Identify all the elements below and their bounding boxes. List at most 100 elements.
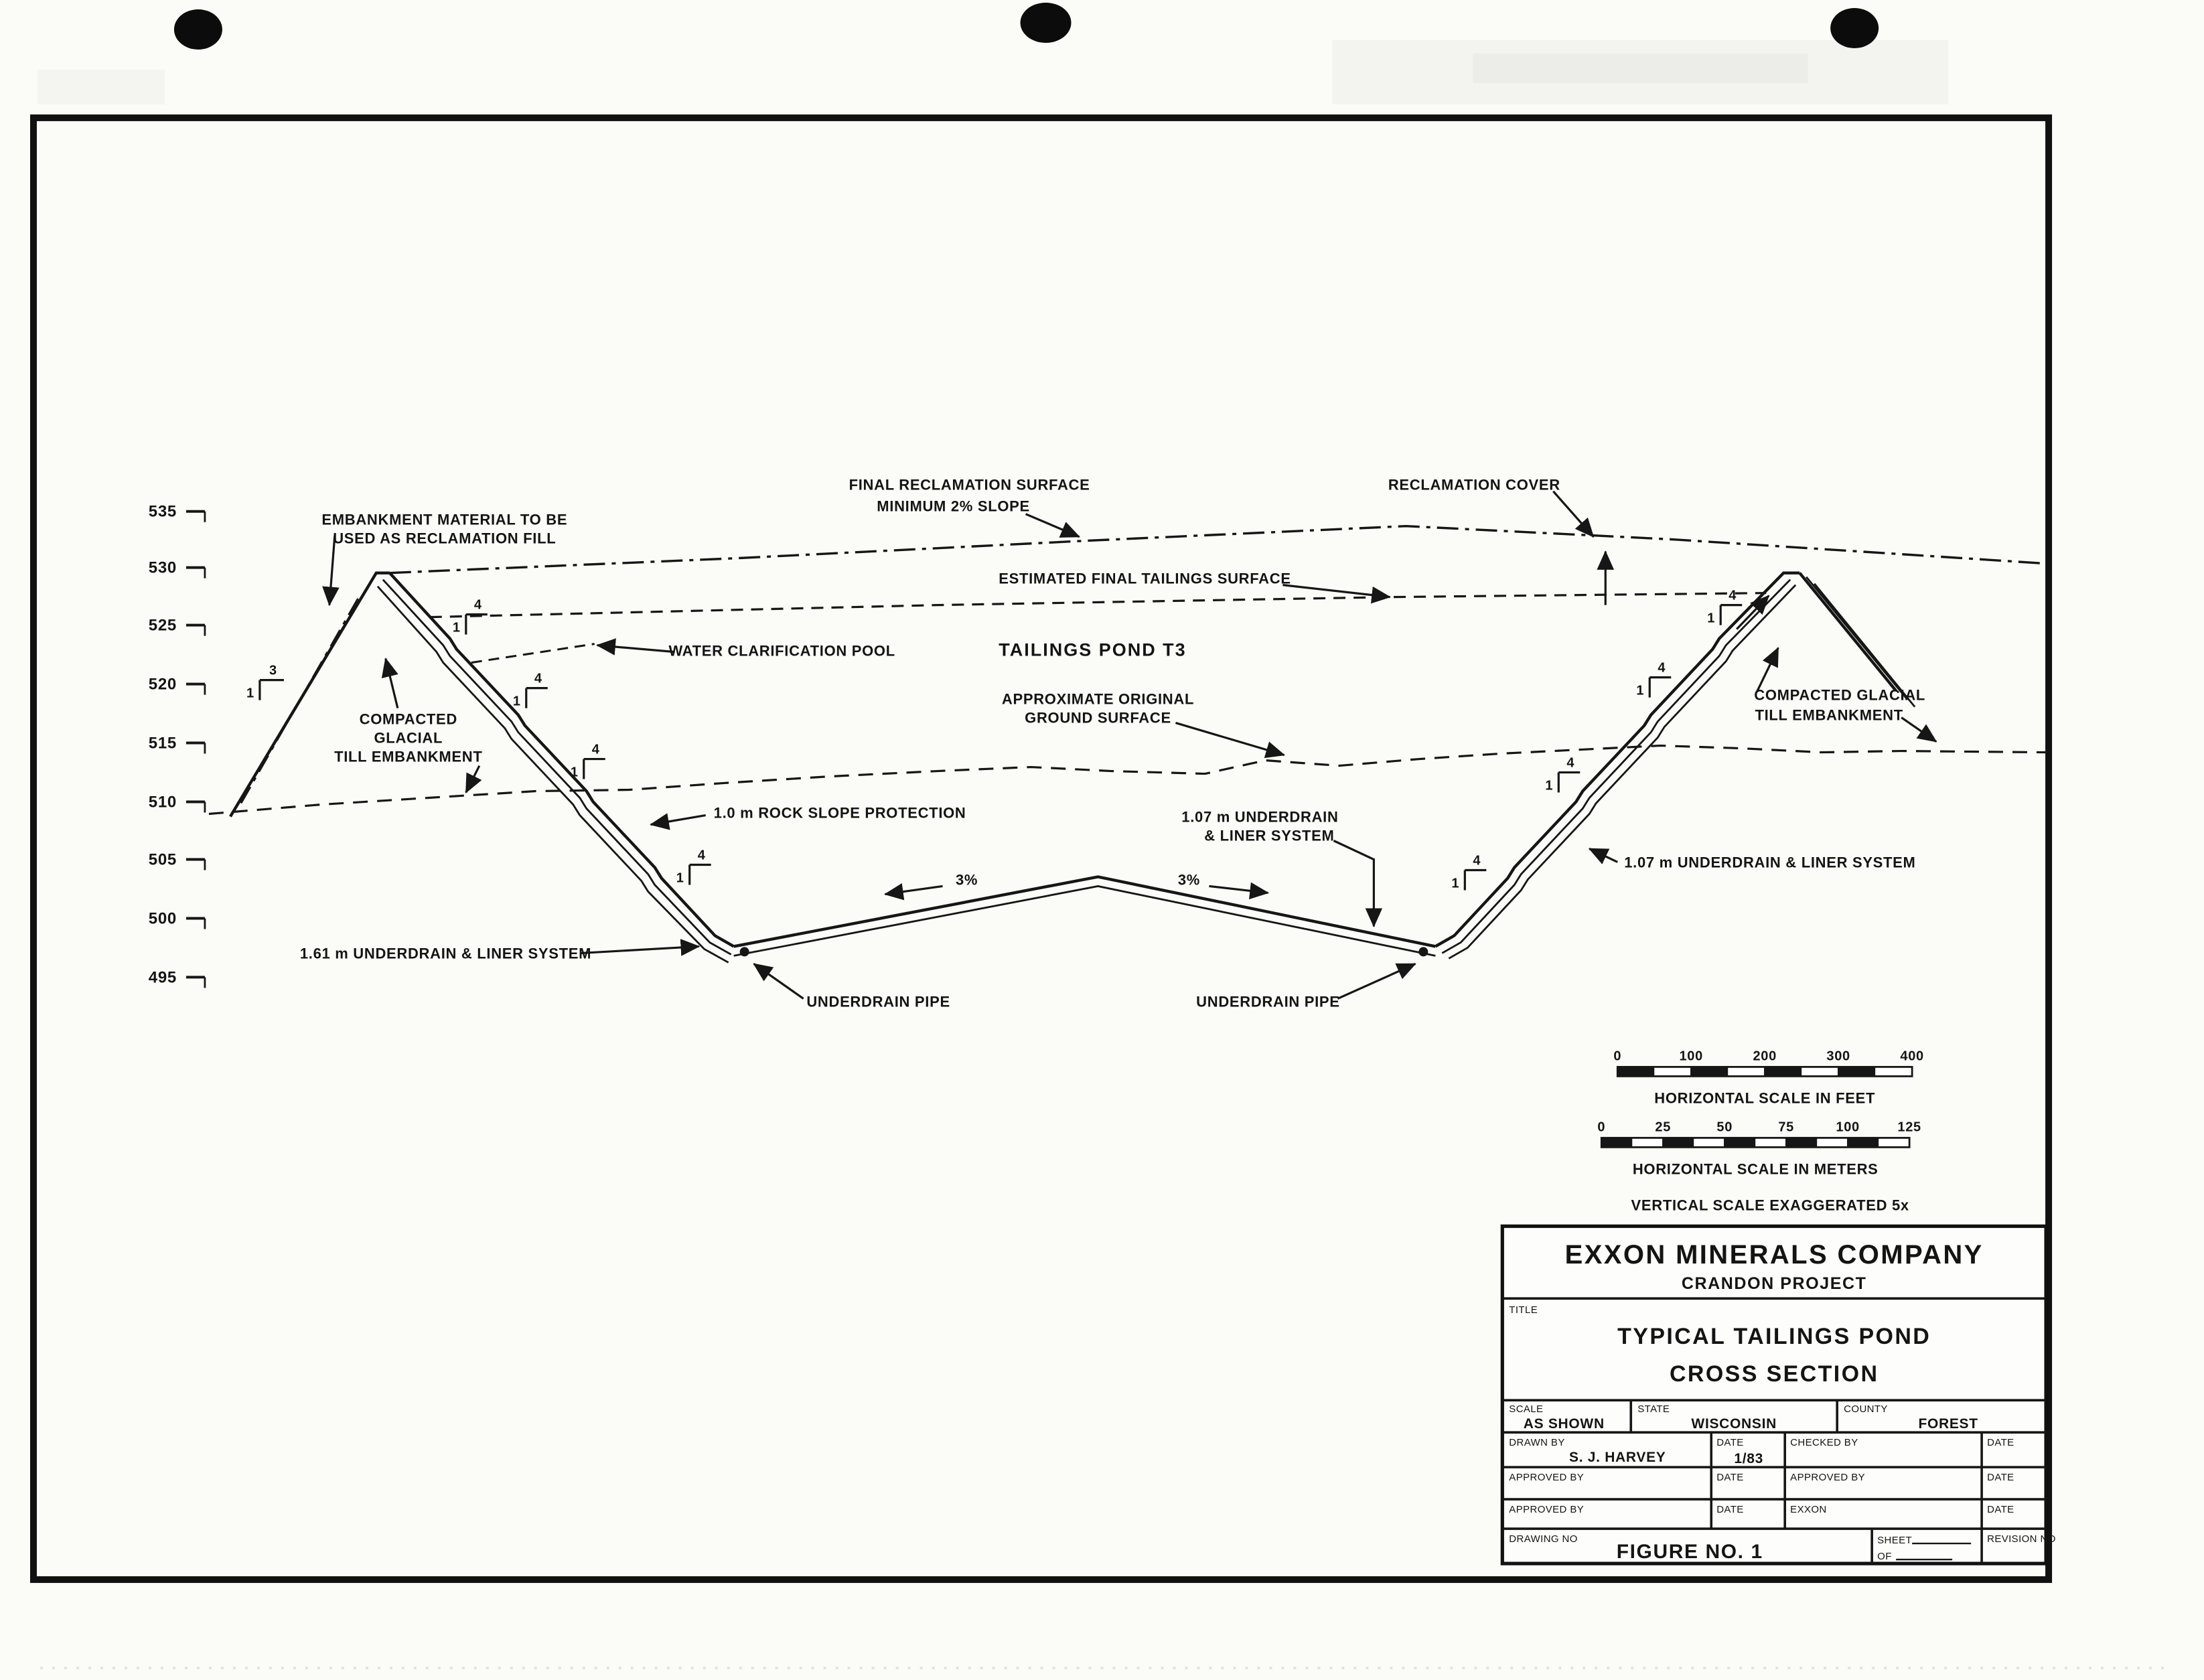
ratio-side: 1	[513, 694, 521, 709]
slope-ratio-marker-outer: 3 1	[246, 664, 284, 701]
ratio-side: 1	[1636, 684, 1644, 698]
revision-no-label: REVISION NO	[1987, 1533, 2056, 1545]
ratio-side: 1	[676, 870, 684, 885]
annotations: EMBANKMENT MATERIAL TO BE USED AS RECLAM…	[300, 477, 1925, 1010]
label-compacted-left-3: TILL EMBANKMENT	[334, 749, 482, 765]
ratio-side: 1	[1545, 779, 1553, 793]
label-underdrain-right: 1.07 m UNDERDRAIN & LINER SYSTEM	[1624, 854, 1915, 870]
ratio-top: 3	[269, 664, 277, 678]
ratio-side: 1	[246, 686, 254, 701]
company-name: EXXON MINERALS COMPANY	[1565, 1240, 1984, 1270]
label-underdrain-bottom: 1.61 m UNDERDRAIN & LINER SYSTEM	[300, 945, 591, 962]
label-embankment-material-2: USED AS RECLAMATION FILL	[333, 530, 556, 547]
feet-tick: 100	[1680, 1049, 1703, 1063]
scan-noise	[37, 40, 2164, 1670]
scale-value: AS SHOWN	[1524, 1416, 1605, 1432]
drawing-title-1: TYPICAL TAILINGS POND	[1617, 1324, 1931, 1349]
ratio-top: 4	[534, 672, 542, 686]
elevation-label: 530	[149, 559, 177, 577]
of-label: OF	[1877, 1551, 1892, 1562]
ratio-top: 4	[698, 848, 706, 862]
ratio-top: 4	[1658, 661, 1666, 676]
date-label: DATE	[1987, 1504, 2014, 1515]
label-estimated-tailings: ESTIMATED FINAL TAILINGS SURFACE	[999, 570, 1291, 587]
date-label: DATE	[1716, 1472, 1743, 1483]
ratio-top: 4	[1473, 853, 1481, 868]
state-value: WISCONSIN	[1691, 1416, 1777, 1432]
slope-ratio-marker: 4 1	[1636, 661, 1672, 698]
label-water-pool: WATER CLARIFICATION POOL	[668, 643, 895, 660]
slope-ratio-marker: 4 1	[676, 848, 711, 885]
punch-hole	[1020, 2, 1072, 43]
surface-lines	[208, 524, 2047, 816]
scalebar-meters: 0 25 50 75 100 125 HORIZONTAL SCALE IN M…	[1597, 1120, 1921, 1177]
ratio-top: 4	[592, 743, 600, 757]
meters-caption: HORIZONTAL SCALE IN METERS	[1633, 1160, 1879, 1177]
date-label: DATE	[1987, 1437, 2014, 1448]
feet-caption: HORIZONTAL SCALE IN FEET	[1654, 1089, 1875, 1106]
date-label: DATE	[1987, 1472, 2014, 1483]
vertical-scale-note: VERTICAL SCALE EXAGGERATED 5x	[1631, 1197, 1909, 1213]
label-original-ground-2: GROUND SURFACE	[1025, 710, 1171, 727]
elevation-label: 505	[149, 850, 177, 868]
meters-tick: 75	[1778, 1120, 1794, 1134]
feet-tick: 400	[1900, 1049, 1923, 1063]
elevation-label: 510	[149, 793, 177, 812]
drawing-no-label: DRAWING NO	[1509, 1533, 1578, 1545]
label-embankment-material-1: EMBANKMENT MATERIAL TO BE	[321, 512, 567, 528]
punch-hole	[1830, 7, 1879, 48]
water-pool-line	[471, 643, 595, 664]
label-underdrain-center-2: & LINER SYSTEM	[1204, 828, 1334, 844]
label-reclamation-cover: RECLAMATION COVER	[1388, 477, 1560, 493]
exxon-label: EXXON	[1790, 1504, 1826, 1515]
approved-by-label: APPROVED BY	[1509, 1504, 1584, 1515]
meters-tick: 125	[1897, 1120, 1921, 1134]
elevation-label: 520	[149, 676, 177, 694]
underdrain-pipe-left	[739, 947, 749, 957]
cross-section-profile	[229, 571, 1916, 964]
ratio-top: 4	[1566, 756, 1574, 771]
label-underdrain-pipe-right: UNDERDRAIN PIPE	[1196, 993, 1340, 1010]
slope-ratio-markers: 4 1 4 1 4 1 4 1 4 1 4 1 4	[246, 589, 1743, 891]
label-original-ground-1: APPROXIMATE ORIGINAL	[1002, 691, 1194, 708]
label-compacted-right-2: TILL EMBANKMENT	[1755, 707, 1903, 724]
state-label: STATE	[1637, 1403, 1670, 1415]
slope-ratio-marker: 4 1	[513, 672, 548, 709]
title-block: EXXON MINERALS COMPANY CRANDON PROJECT T…	[1500, 1224, 2056, 1566]
elevation-label: 500	[149, 909, 177, 927]
slope-ratio-marker: 4 1	[571, 743, 605, 780]
slope-ratio-marker: 4 1	[1545, 756, 1581, 793]
label-compacted-right-1: COMPACTED GLACIAL	[1754, 687, 1925, 704]
county-value: FOREST	[1918, 1416, 1978, 1432]
ratio-side: 1	[1451, 876, 1459, 891]
original-ground-line	[208, 744, 2047, 816]
ratio-top: 4	[1729, 589, 1737, 603]
leader-arrows	[322, 490, 1937, 1000]
slope-ratio-marker: 4 1	[1707, 589, 1743, 626]
elevation-axis: 535 530 525 520 515 510 505 500 495	[149, 503, 206, 988]
label-compacted-left-2: GLACIAL	[374, 730, 443, 747]
meters-tick: 25	[1655, 1120, 1671, 1134]
elevation-label: 535	[149, 503, 177, 521]
drawn-by-label: DRAWN BY	[1509, 1437, 1564, 1448]
project-name: CRANDON PROJECT	[1682, 1274, 1867, 1293]
tailings-surface-line	[429, 592, 1767, 619]
meters-tick: 100	[1836, 1120, 1859, 1134]
sheet-label: SHEET	[1877, 1535, 1912, 1546]
ratio-side: 1	[453, 621, 461, 635]
label-rock-slope: 1.0 m ROCK SLOPE PROTECTION	[714, 805, 966, 822]
feet-tick: 300	[1826, 1049, 1850, 1063]
label-underdrain-center-1: 1.07 m UNDERDRAIN	[1181, 809, 1338, 826]
approved-by-label: APPROVED BY	[1790, 1472, 1865, 1483]
underdrain-pipe-right	[1418, 947, 1428, 957]
elevation-label: 515	[149, 735, 177, 753]
scale-bars: 0 100 200 300 400 HORIZONTAL SCALE IN FE…	[1597, 1049, 1923, 1213]
date-label: DATE	[1716, 1437, 1743, 1448]
label-slope-3pct-right: 3%	[1178, 871, 1200, 888]
drawn-by-value: S. J. HARVEY	[1569, 1450, 1666, 1465]
slope-ratio-marker: 4 1	[453, 598, 488, 635]
label-slope-3pct-left: 3%	[956, 871, 978, 888]
scalebar-feet: 0 100 200 300 400 HORIZONTAL SCALE IN FE…	[1613, 1049, 1923, 1106]
